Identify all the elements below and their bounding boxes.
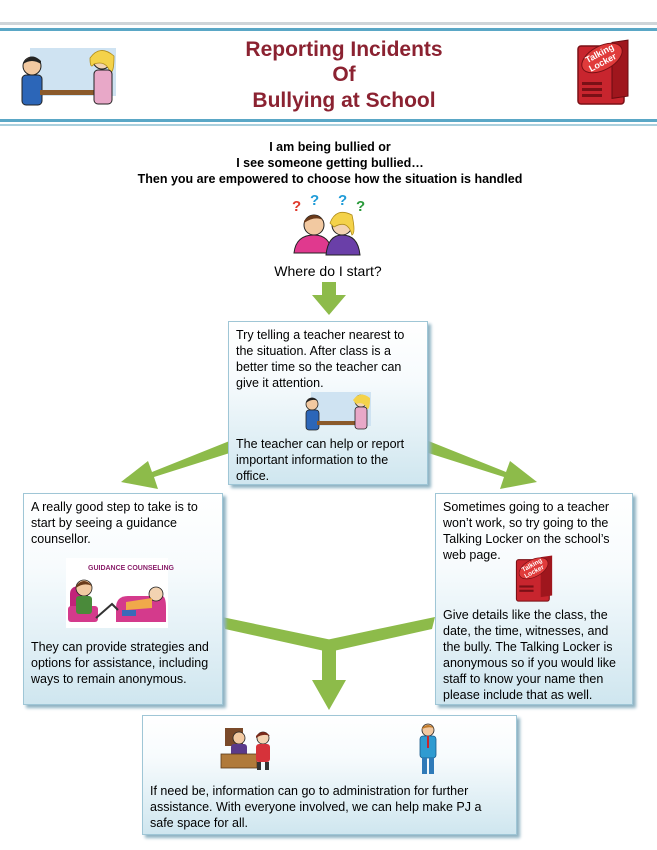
arrow-down-bottom (312, 640, 346, 710)
teacher-box-text-bottom: The teacher can help or report important… (236, 437, 405, 483)
connector-from-left (222, 617, 332, 652)
office-meeting-clipart (220, 728, 270, 770)
header-bottom-rule-thin (0, 124, 657, 126)
arrow-down-top (312, 282, 346, 315)
svg-text:?: ? (310, 192, 319, 209)
arrow-left-diagonal (121, 440, 236, 489)
teacher-box-text-top: Try telling a teacher nearest to the sit… (236, 328, 405, 390)
teacher-student-clipart (305, 392, 371, 431)
top-rule (0, 22, 657, 25)
title-line-1: Reporting Incidents (245, 38, 443, 61)
intro-line-3: Then you are empowered to choose how the… (137, 172, 523, 186)
locker-box-text-top: Sometimes going to a teacher won’t work,… (443, 500, 610, 562)
teacher-box: Try telling a teacher nearest to the sit… (228, 321, 428, 485)
counseling-clipart: GUIDANCE COUNSELING (66, 558, 175, 628)
admin-box: If need be, information can go to admini… (142, 715, 517, 835)
counsellor-box: A really good step to take is to start b… (23, 493, 223, 705)
header-top-rule (0, 28, 657, 31)
confused-kids-clipart: ? ? ? ? (292, 192, 365, 256)
locker-box: Sometimes going to a teacher won’t work,… (435, 493, 633, 705)
arrow-right-diagonal (422, 440, 537, 489)
title-line-2: Of (332, 63, 356, 86)
counseling-sign: GUIDANCE COUNSELING (88, 565, 175, 572)
intro-line-1: I am being bullied or (269, 140, 391, 154)
connector-from-right (326, 617, 435, 652)
talking-locker-icon: Talking Locker (577, 39, 629, 105)
counsellor-box-text-bottom: They can provide strategies and options … (31, 640, 209, 686)
admin-box-text: If need be, information can go to admini… (150, 784, 482, 830)
svg-text:?: ? (338, 192, 347, 209)
header-bottom-rule (0, 119, 657, 122)
svg-text:?: ? (356, 198, 365, 215)
svg-text:?: ? (292, 198, 301, 215)
intro-line-2: I see someone getting bullied… (236, 156, 424, 170)
title-line-3: Bullying at School (252, 89, 436, 112)
where-to-start: Where do I start? (274, 263, 382, 279)
administrator-clipart (419, 723, 437, 774)
locker-box-text-bottom: Give details like the class, the date, t… (443, 608, 617, 702)
small-locker-icon: Talking Locker (515, 555, 553, 602)
counsellor-box-text-top: A really good step to take is to start b… (31, 500, 198, 546)
student-teacher-clipart (21, 48, 116, 106)
